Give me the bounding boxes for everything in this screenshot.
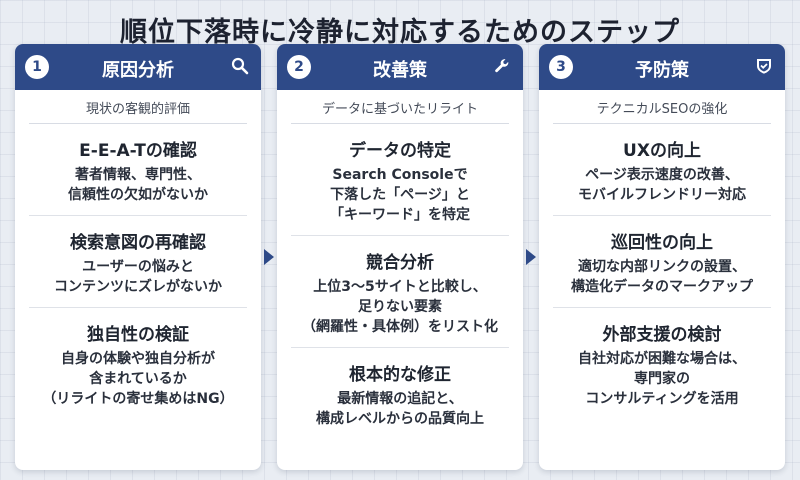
list-item: UXの向上 ページ表示速度の改善、 モバイルフレンドリー対応 <box>553 124 771 216</box>
step-header: 3 予防策 <box>539 44 785 90</box>
item-title: 根本的な修正 <box>349 365 451 385</box>
item-description: Search Consoleで 下落した「ページ」と 「キーワード」を特定 <box>330 167 470 223</box>
step-subtitle: テクニカルSEOの強化 <box>553 98 771 124</box>
step-header: 2 改善策 <box>277 44 523 90</box>
item-title: 外部支援の検討 <box>602 325 722 345</box>
step-card-prevention: 3 予防策 テクニカルSEOの強化 UXの向上 ページ表示速度の改善、 モバイル… <box>539 44 785 470</box>
step-subtitle: 現状の客観的評価 <box>29 98 247 124</box>
list-item: 根本的な修正 最新情報の追記と、 構成レベルからの品質向上 <box>291 348 509 439</box>
list-item: データの特定 Search Consoleで 下落した「ページ」と 「キーワード… <box>291 124 509 236</box>
item-description: 最新情報の追記と、 構成レベルからの品質向上 <box>316 391 484 427</box>
list-item: 外部支援の検討 自社対応が困難な場合は、 専門家の コンサルティングを活用 <box>553 308 771 419</box>
list-item: 競合分析 上位3〜5サイトと比較し、 足りない要素 （網羅性・具体例）をリスト化 <box>291 236 509 348</box>
item-title: 検索意図の再確認 <box>70 233 206 253</box>
item-description: 自社対応が困難な場合は、 専門家の コンサルティングを活用 <box>578 351 746 407</box>
wrench-icon <box>495 59 509 73</box>
step-number-badge: 2 <box>287 55 311 79</box>
step-number-badge: 1 <box>25 55 49 79</box>
step-subtitle: データに基づいたリライト <box>291 98 509 124</box>
item-description: 著者情報、専門性、 信頼性の欠如がないか <box>68 167 208 203</box>
item-description: 適切な内部リンクの設置、 構造化データのマークアップ <box>571 259 753 295</box>
shield-icon <box>757 59 771 74</box>
step-header: 1 原因分析 <box>15 44 261 90</box>
page-title: 順位下落時に冷静に対応するためのステップ <box>120 17 680 48</box>
item-description: ページ表示速度の改善、 モバイルフレンドリー対応 <box>578 167 746 203</box>
next-step-arrow <box>264 249 274 265</box>
search-icon <box>231 57 249 75</box>
item-title: UXの向上 <box>623 141 701 161</box>
item-description: 上位3〜5サイトと比較し、 足りない要素 （網羅性・具体例）をリスト化 <box>302 279 498 335</box>
list-item: 独自性の検証 自身の体験や独自分析が 含まれているか （リライトの寄せ集めはNG… <box>29 308 247 419</box>
item-title: E-E-A-Tの確認 <box>79 141 197 161</box>
list-item: 検索意図の再確認 ユーザーの悩みと コンテンツにズレがないか <box>29 216 247 308</box>
step-title: 予防策 <box>635 60 689 81</box>
list-item: E-E-A-Tの確認 著者情報、専門性、 信頼性の欠如がないか <box>29 124 247 216</box>
item-description: ユーザーの悩みと コンテンツにズレがないか <box>54 259 222 295</box>
list-item: 巡回性の向上 適切な内部リンクの設置、 構造化データのマークアップ <box>553 216 771 308</box>
item-title: データの特定 <box>349 141 451 161</box>
step-title: 改善策 <box>373 60 427 81</box>
item-description: 自身の体験や独自分析が 含まれているか （リライトの寄せ集めはNG） <box>42 351 234 407</box>
next-step-arrow <box>526 249 536 265</box>
step-title: 原因分析 <box>102 60 174 81</box>
item-title: 競合分析 <box>366 253 434 273</box>
item-title: 独自性の検証 <box>87 325 189 345</box>
step-card-improvement: 2 改善策 データに基づいたリライト データの特定 Search Console… <box>277 44 523 470</box>
step-number-badge: 3 <box>549 55 573 79</box>
step-card-cause-analysis: 1 原因分析 現状の客観的評価 E-E-A-Tの確認 著者情報、専門性、 信頼性… <box>15 44 261 470</box>
item-title: 巡回性の向上 <box>611 233 713 253</box>
